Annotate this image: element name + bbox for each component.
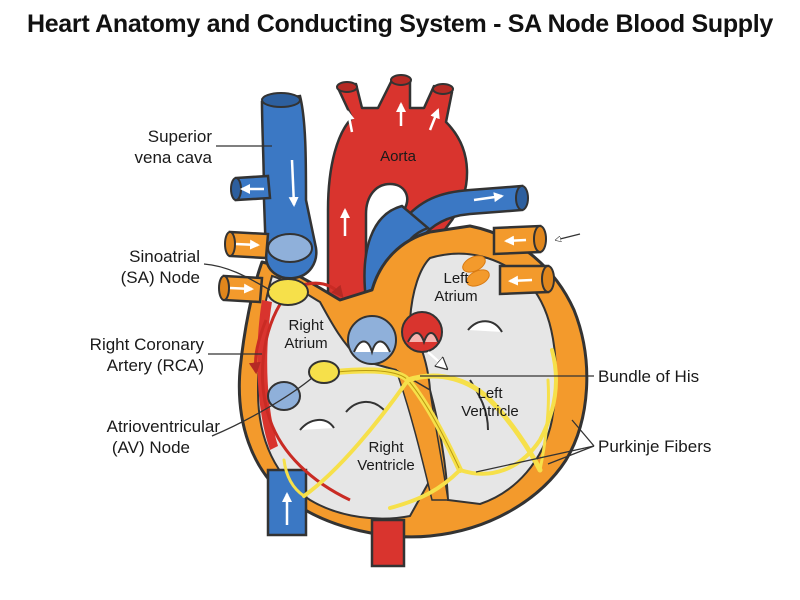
valves xyxy=(347,311,446,368)
sinoatrial-node-label-line2: (SA) Node xyxy=(121,268,200,287)
aorta-label: Aorta xyxy=(380,148,417,165)
bundle-of-his-label: Bundle of His xyxy=(598,367,699,386)
diagram-title: Heart Anatomy and Conducting System - SA… xyxy=(26,10,774,38)
right-ventricle-label-line1: Right xyxy=(368,439,404,456)
purkinje-fibers-label: Purkinje Fibers xyxy=(598,437,711,456)
purkinje-fibers-leader-1 xyxy=(475,445,595,473)
left-ventricle-label-line2: Ventricle xyxy=(461,403,519,420)
heart-body xyxy=(237,224,589,539)
left-ventricle-label-line1: Left xyxy=(477,385,503,402)
left-atrium-label-line1: Left xyxy=(443,270,469,287)
atrioventricular-node-label-line1: Atrioventricular xyxy=(107,417,221,436)
superior-vena-cava xyxy=(230,92,318,280)
conduction-system xyxy=(248,278,558,510)
superior-vena-cava-label-line2: vena cava xyxy=(135,148,213,167)
atrioventricular-node-label-line2: (AV) Node xyxy=(112,438,190,457)
right-ventricle-label-line2: Ventricle xyxy=(357,457,415,474)
purkinje-fibers-leader-2 xyxy=(547,445,595,465)
pulmonary-veins xyxy=(218,224,581,304)
right-atrium-label-line2: Atrium xyxy=(284,335,327,352)
right-coronary-artery-label-line1: Right Coronary xyxy=(90,335,205,354)
aorta: Aorta xyxy=(326,74,469,322)
sinoatrial-node-label-line1: Sinoatrial xyxy=(129,247,200,266)
right-atrium-label-line1: Right xyxy=(288,317,324,334)
purkinje-fibers-leader-3 xyxy=(571,419,595,447)
inferior-vena-cava xyxy=(266,468,406,568)
right-coronary-artery-label-line2: Artery (RCA) xyxy=(107,356,204,375)
left-atrium-label-line2: Atrium xyxy=(434,288,477,305)
superior-vena-cava-label-line1: Superior xyxy=(148,127,213,146)
sinoatrial-node-leader xyxy=(203,263,271,291)
atrioventricular-node-leader xyxy=(211,377,313,437)
